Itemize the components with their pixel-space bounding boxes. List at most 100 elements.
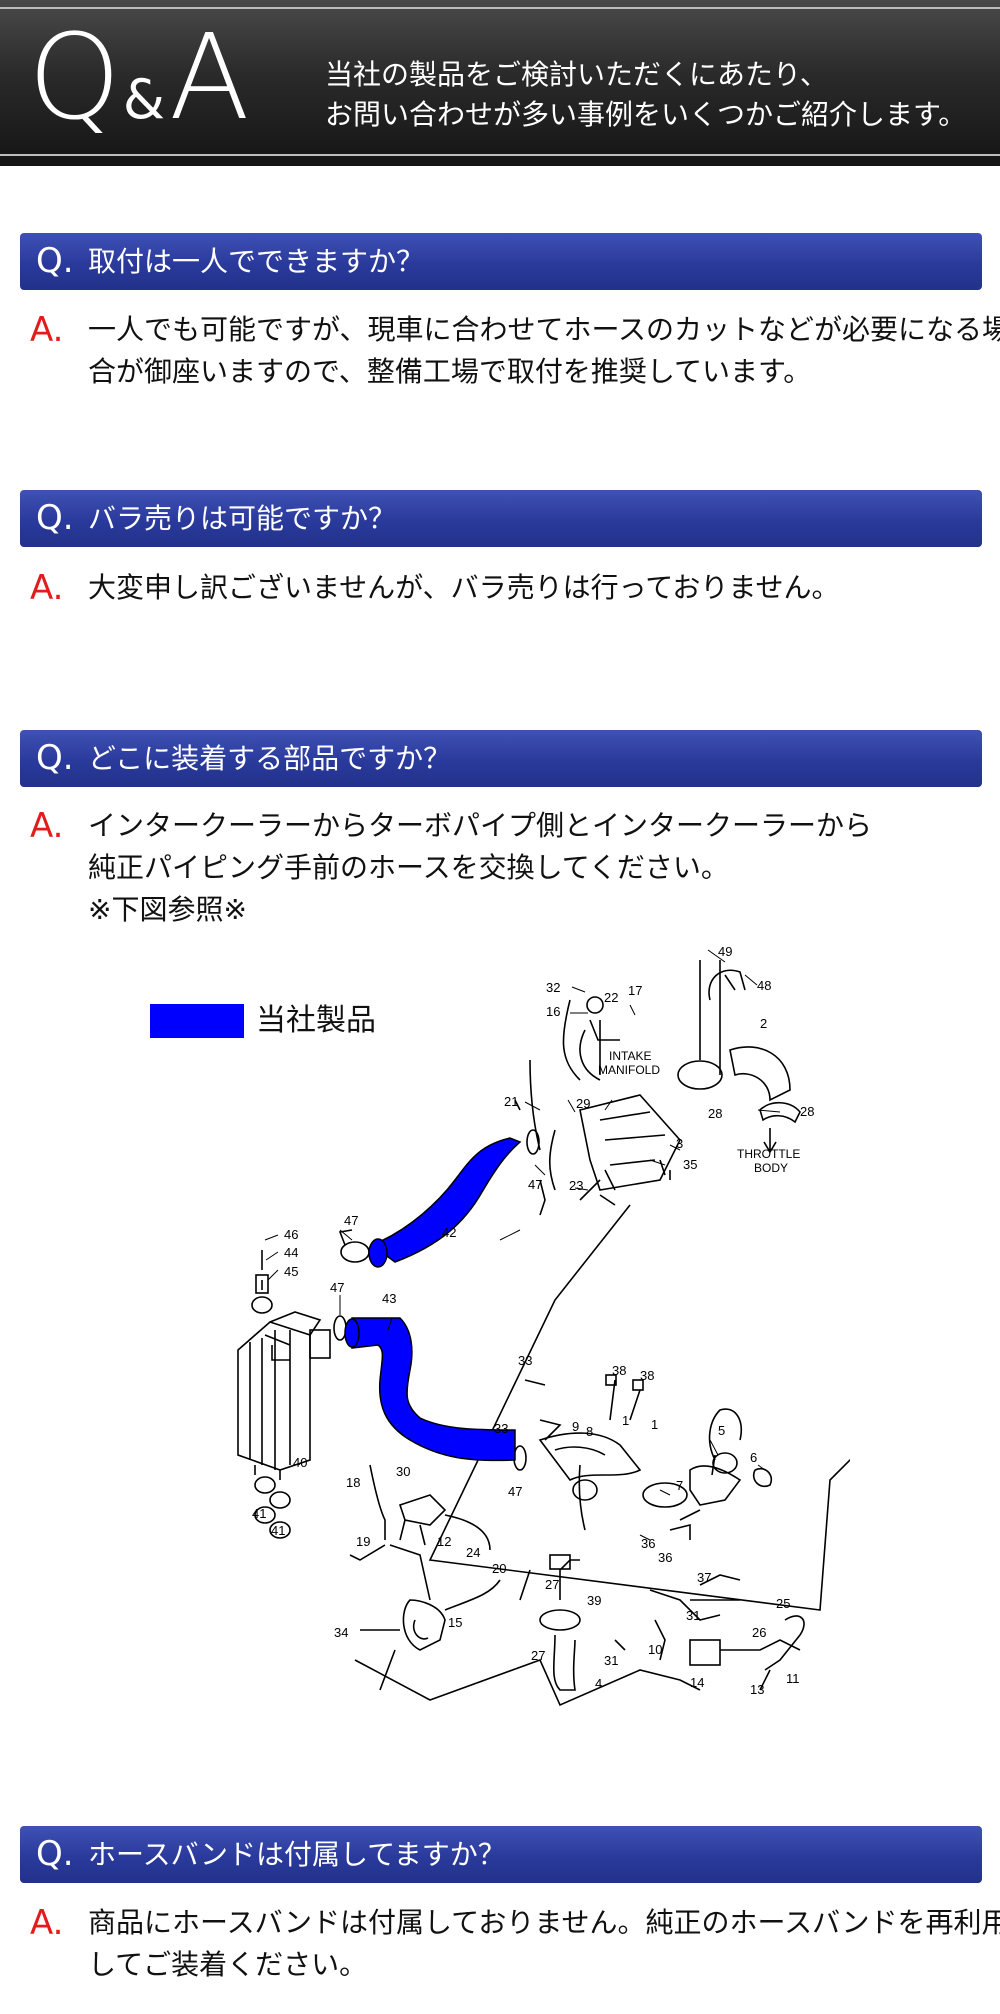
label-27a: 27 bbox=[545, 1577, 559, 1592]
q-mark: Q. bbox=[36, 1834, 74, 1874]
label-47a: 47 bbox=[528, 1177, 542, 1192]
label-21: 21 bbox=[504, 1094, 518, 1109]
label-39: 39 bbox=[587, 1593, 601, 1608]
label-27b: 27 bbox=[531, 1648, 545, 1663]
answer-text: インタークーラーからターボパイプ側とインタークーラーから 純正パイピング手前のホ… bbox=[88, 805, 1000, 931]
label-13: 13 bbox=[750, 1682, 764, 1697]
label-34: 34 bbox=[334, 1625, 348, 1640]
a-mark: A. bbox=[30, 310, 64, 350]
label-42: 42 bbox=[442, 1225, 456, 1240]
label-28a: 28 bbox=[708, 1106, 722, 1121]
label-28b: 28 bbox=[800, 1104, 814, 1119]
legend-swatch bbox=[150, 1004, 244, 1038]
label-1a: 1 bbox=[622, 1413, 629, 1428]
label-30: 30 bbox=[396, 1464, 410, 1479]
label-16: 16 bbox=[546, 1004, 560, 1019]
label-31b: 31 bbox=[604, 1653, 618, 1668]
label-18: 18 bbox=[346, 1475, 360, 1490]
answer-line-2: 純正パイピング手前のホースを交換してください。 bbox=[88, 851, 729, 884]
a-mark: A. bbox=[30, 806, 64, 846]
answer-text: 商品にホースバンドは付属しておりません。純正のホースバンドを再利用してご装着くだ… bbox=[88, 1906, 1000, 1981]
label-17: 17 bbox=[628, 983, 642, 998]
label-7: 7 bbox=[676, 1478, 683, 1493]
parts-diagram: 49 48 32 22 17 16 2 INTAKE MANIFOLD 21 2… bbox=[237, 944, 850, 1707]
label-49: 49 bbox=[718, 944, 732, 959]
qa-logo: Q&A bbox=[28, 8, 250, 146]
label-intake-1: INTAKE bbox=[609, 1049, 651, 1063]
label-33a: 33 bbox=[518, 1353, 532, 1368]
q-mark: Q. bbox=[36, 241, 74, 281]
hose-42-end bbox=[368, 1238, 388, 1268]
label-47d: 47 bbox=[508, 1484, 522, 1499]
question-text: どこに装着する部品ですか？ bbox=[88, 742, 452, 775]
answer-text: 一人でも可能ですが、現車に合わせてホースのカットなどが必要になる場合が御座います… bbox=[88, 313, 1000, 388]
label-45: 45 bbox=[284, 1264, 298, 1279]
label-25: 25 bbox=[776, 1596, 790, 1611]
header-top-rule bbox=[0, 7, 1000, 9]
a-mark: A. bbox=[30, 568, 64, 608]
answer-text: 大変申し訳ございませんが、バラ売りは行っておりません。 bbox=[88, 571, 840, 604]
part-labels: 49 48 32 22 17 16 2 INTAKE MANIFOLD 21 2… bbox=[252, 944, 814, 1697]
question-bar-3: Q. どこに装着する部品ですか？ bbox=[20, 730, 982, 787]
label-intake-2: MANIFOLD bbox=[598, 1063, 660, 1077]
label-47c: 47 bbox=[330, 1280, 344, 1295]
label-26: 26 bbox=[752, 1625, 766, 1640]
label-47b: 47 bbox=[344, 1213, 358, 1228]
intro-line-1: 当社の製品をご検討いただくにあたり、 bbox=[325, 58, 828, 91]
label-23: 23 bbox=[569, 1178, 583, 1193]
question-bar-1: Q. 取付は一人でできますか？ bbox=[20, 233, 982, 290]
label-48: 48 bbox=[757, 978, 771, 993]
logo-q: Q bbox=[28, 8, 121, 146]
leader-lines bbox=[264, 949, 781, 1541]
intro-line-2: お問い合わせが多い事例をいくつかご紹介します。 bbox=[325, 98, 967, 131]
label-8: 8 bbox=[586, 1424, 593, 1439]
label-37: 37 bbox=[697, 1570, 711, 1585]
label-throttle-1: THROTTLE bbox=[737, 1147, 800, 1161]
label-38b: 38 bbox=[640, 1368, 654, 1383]
page-header: Q&A 当社の製品をご検討いただくにあたり、 お問い合わせが多い事例をいくつかご… bbox=[0, 0, 1000, 166]
label-33b: 33 bbox=[494, 1421, 508, 1436]
label-38a: 38 bbox=[612, 1363, 626, 1378]
logo-amp: & bbox=[122, 68, 165, 131]
hose-43-end bbox=[344, 1318, 360, 1348]
question-bar-4: Q. ホースバンドは付属してますか？ bbox=[20, 1826, 982, 1883]
question-text: ホースバンドは付属してますか？ bbox=[88, 1838, 506, 1871]
label-41b: 41 bbox=[271, 1523, 285, 1538]
question-text: 取付は一人でできますか？ bbox=[88, 245, 425, 278]
label-6: 6 bbox=[750, 1450, 757, 1465]
logo-a: A bbox=[169, 8, 250, 146]
label-35: 35 bbox=[683, 1157, 697, 1172]
question-bar-2: Q. バラ売りは可能ですか？ bbox=[20, 490, 982, 547]
label-12: 12 bbox=[437, 1534, 451, 1549]
label-19: 19 bbox=[356, 1534, 370, 1549]
q-mark: Q. bbox=[36, 498, 74, 538]
label-29: 29 bbox=[576, 1096, 590, 1111]
label-2: 2 bbox=[760, 1016, 767, 1031]
label-3: 3 bbox=[676, 1136, 683, 1151]
label-5: 5 bbox=[718, 1423, 725, 1438]
label-40: 40 bbox=[293, 1455, 307, 1470]
q-mark: Q. bbox=[36, 738, 74, 778]
label-11: 11 bbox=[786, 1671, 800, 1686]
label-throttle-2: BODY bbox=[754, 1161, 788, 1175]
hose-42 bbox=[370, 1137, 522, 1263]
a-mark: A. bbox=[30, 1903, 64, 1943]
label-46: 46 bbox=[284, 1227, 298, 1242]
label-24: 24 bbox=[466, 1545, 480, 1560]
diagram-linework bbox=[237, 960, 850, 1707]
product-hoses bbox=[344, 1137, 522, 1462]
label-44: 44 bbox=[284, 1245, 298, 1260]
label-4: 4 bbox=[595, 1676, 602, 1691]
label-43: 43 bbox=[382, 1291, 396, 1306]
label-22: 22 bbox=[604, 990, 618, 1005]
label-15: 15 bbox=[448, 1615, 462, 1630]
answer-line-3: ※下図参照※ bbox=[88, 893, 247, 926]
label-41a: 41 bbox=[252, 1506, 266, 1521]
label-32: 32 bbox=[546, 980, 560, 995]
label-14: 14 bbox=[690, 1675, 704, 1690]
label-10: 10 bbox=[648, 1642, 662, 1657]
label-9: 9 bbox=[572, 1419, 579, 1434]
label-36b: 36 bbox=[658, 1550, 672, 1565]
header-intro: 当社の製品をご検討いただくにあたり、 お問い合わせが多い事例をいくつかご紹介しま… bbox=[325, 55, 966, 135]
legend-label: 当社製品 bbox=[256, 1003, 376, 1038]
